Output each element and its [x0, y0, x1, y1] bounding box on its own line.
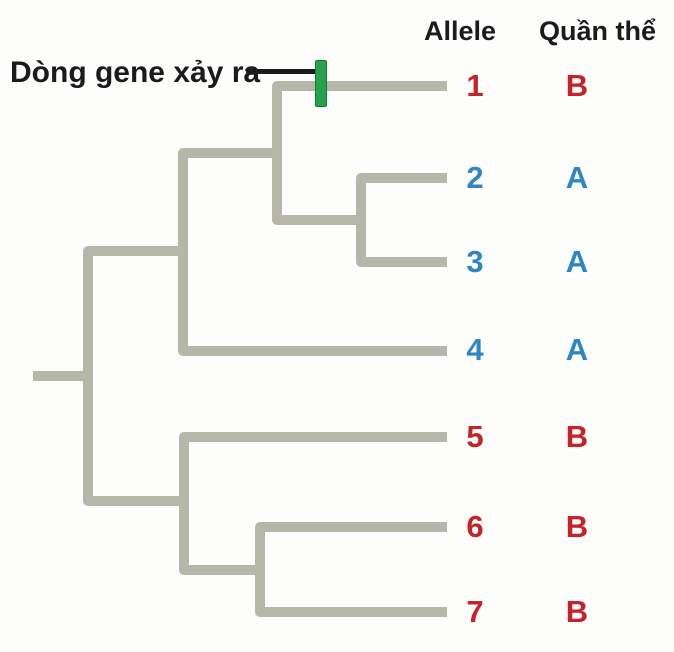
allele-number-7: 7: [466, 593, 484, 629]
column-header-allele: Allele: [424, 16, 497, 46]
population-label-4: A: [565, 331, 589, 367]
population-label-3: A: [565, 243, 589, 279]
population-label-6: B: [565, 508, 589, 544]
allele-number-4: 4: [466, 331, 484, 367]
annotation-pointer-line: [246, 69, 320, 74]
allele-number-6: 6: [466, 508, 484, 544]
population-label-7: B: [565, 593, 589, 629]
allele-number-5: 5: [466, 418, 484, 454]
column-header-population: Quần thể: [539, 16, 657, 46]
gene-flow-marker: [315, 60, 327, 107]
population-label-2: A: [565, 159, 589, 195]
allele-number-1: 1: [466, 67, 484, 103]
allele-number-2: 2: [466, 159, 484, 195]
population-label-5: B: [565, 418, 589, 454]
allele-number-3: 3: [466, 243, 484, 279]
gene-flow-label: Dòng gene xảy ra: [10, 56, 261, 89]
population-label-1: B: [565, 67, 589, 103]
